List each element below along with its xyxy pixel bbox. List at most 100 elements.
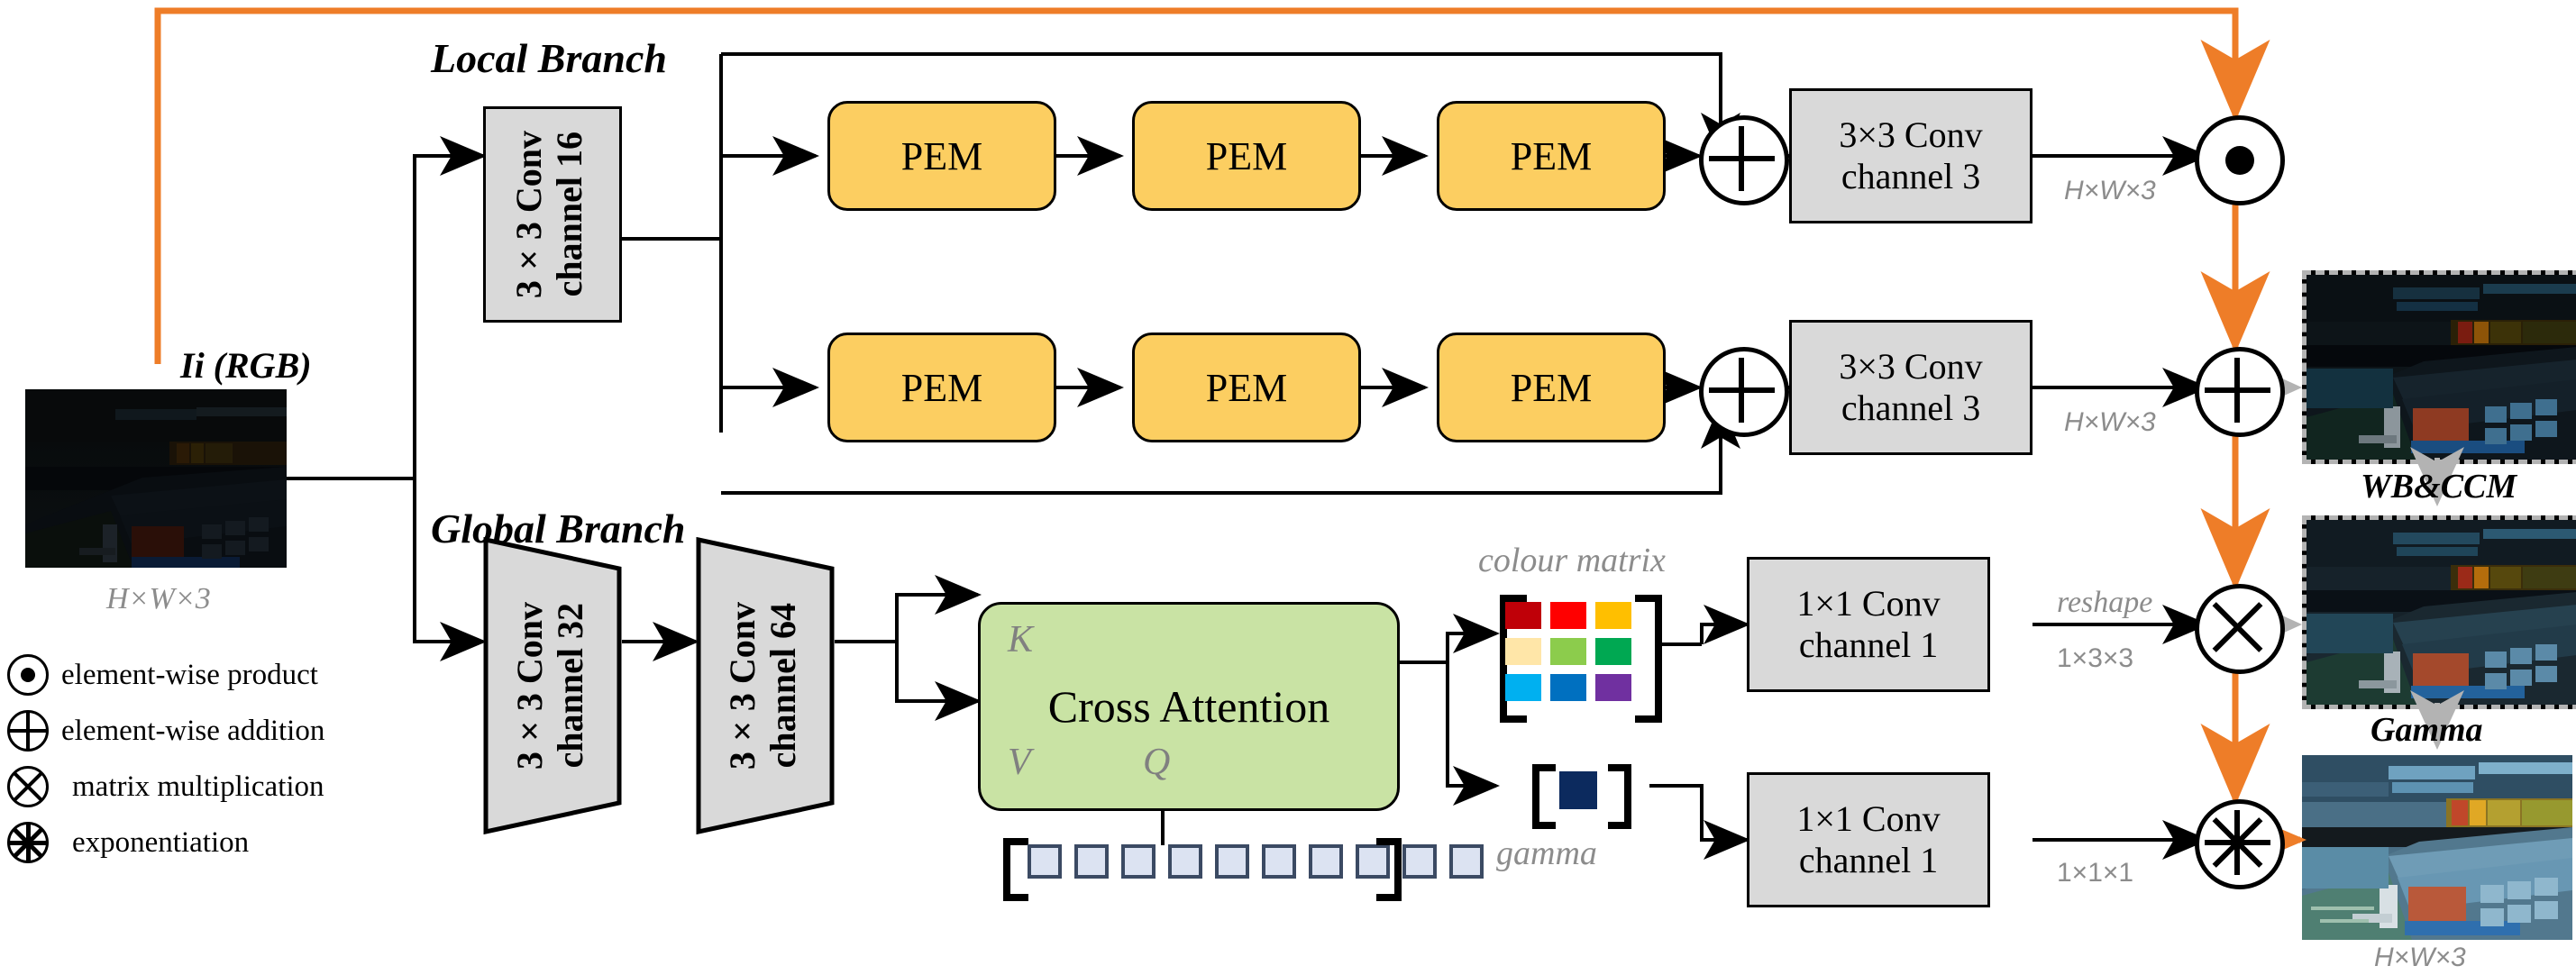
exponentiation-operator	[2195, 799, 2285, 889]
pem-bottom-addition-operator	[1699, 347, 1789, 437]
gamma-caption: Gamma	[2370, 711, 2483, 749]
pem-block-top-1[interactable]: PEM	[827, 101, 1056, 211]
local-stem-conv-block[interactable]: 3×3 Conv channel 16	[483, 106, 622, 323]
attention-query-label: Q	[1143, 742, 1171, 783]
pem-block-top-3[interactable]: PEM	[1437, 101, 1666, 211]
attention-key-label: K	[1008, 619, 1034, 661]
query-token	[1028, 844, 1062, 879]
input-image-thumbnail	[25, 389, 287, 568]
colour-swatch-r3c1	[1505, 674, 1541, 701]
local-stem-conv-line1: 3×3 Conv	[508, 130, 550, 299]
gamma-left-bracket	[1532, 764, 1556, 829]
pem-label: PEM	[1510, 365, 1593, 410]
legend-item-exponent: exponentiation	[7, 815, 368, 870]
query-token	[1215, 844, 1249, 879]
global-head-conv-gamma-line2: channel 1	[1798, 840, 1939, 880]
colour-matrix-left-bracket	[1500, 595, 1527, 723]
legend-item-addition: element-wise addition	[7, 703, 368, 759]
local-top-output-dimension: H×W×3	[2064, 176, 2156, 205]
legend-label-exponent: exponentiation	[72, 825, 250, 859]
gamma-dimension: 1×1×1	[2057, 858, 2134, 888]
matrix-multiplication-icon	[7, 766, 49, 807]
gamma-right-bracket	[1608, 764, 1631, 829]
pem-label: PEM	[1510, 133, 1593, 178]
colour-swatch-r1c3	[1595, 602, 1631, 629]
reshape-label: reshape	[2057, 586, 2153, 619]
global-conv32-line2: channel 32	[550, 603, 590, 769]
attention-value-label: V	[1008, 742, 1031, 783]
legend: element-wise product element-wise additi…	[7, 647, 368, 870]
global-conv64-block[interactable]: 3×3 Conv channel 64	[696, 537, 835, 834]
pem-block-top-2[interactable]: PEM	[1132, 101, 1361, 211]
global-conv32-block[interactable]: 3×3 Conv channel 32	[483, 537, 622, 834]
query-token	[1074, 844, 1109, 879]
colour-swatch-r3c3	[1595, 674, 1631, 701]
pem-top-addition-operator	[1699, 115, 1789, 205]
global-conv64-line1: 3×3 Conv	[722, 601, 763, 770]
legend-label-product: element-wise product	[61, 658, 318, 691]
colour-matrix-label: colour matrix	[1478, 542, 1666, 579]
query-token	[1356, 844, 1390, 879]
gamma-label: gamma	[1496, 834, 1597, 872]
cross-attention-block[interactable]: Cross Attention	[978, 602, 1400, 811]
legend-label-matmul: matrix multiplication	[72, 770, 324, 803]
colour-swatch-r2c3	[1595, 638, 1631, 665]
legend-label-addition: element-wise addition	[61, 714, 325, 747]
global-head-conv-colour-line2: channel 1	[1798, 624, 1939, 665]
global-head-conv-colour-line1: 1×1 Conv	[1796, 583, 1941, 624]
exponentiation-icon	[7, 822, 49, 863]
query-token	[1168, 844, 1202, 879]
query-tokens-right-bracket	[1376, 838, 1402, 901]
global-conv32-line1: 3×3 Conv	[509, 601, 551, 770]
local-stem-conv-line2: channel 16	[549, 132, 589, 297]
local-head-conv-bottom[interactable]: 3×3 Conv channel 3	[1789, 320, 2032, 455]
input-label: Ii (RGB)	[180, 345, 312, 386]
global-head-conv-gamma[interactable]: 1×1 Conv channel 1	[1747, 772, 1990, 907]
colour-matrix-right-bracket	[1635, 595, 1662, 723]
pem-label: PEM	[1205, 133, 1288, 178]
colour-swatch-r2c1	[1505, 638, 1541, 665]
matrix-multiplication-operator	[2195, 584, 2285, 674]
element-wise-product-operator	[2195, 115, 2285, 205]
global-conv64-line2: channel 64	[763, 603, 803, 769]
local-bottom-output-dimension: H×W×3	[2064, 407, 2156, 437]
local-head-conv-top[interactable]: 3×3 Conv channel 3	[1789, 88, 2032, 223]
pem-block-bottom-2[interactable]: PEM	[1132, 333, 1361, 442]
pem-block-bottom-3[interactable]: PEM	[1437, 333, 1666, 442]
wb-ccm-caption: WB&CCM	[2361, 468, 2517, 506]
global-head-conv-gamma-line1: 1×1 Conv	[1796, 798, 1941, 839]
cross-attention-title: Cross Attention	[1047, 681, 1330, 732]
query-token-sequence	[1028, 844, 1484, 879]
final-output-dimension: H×W×3	[2374, 943, 2466, 972]
final-output-thumbnail	[2302, 755, 2572, 940]
query-token	[1449, 844, 1484, 879]
local-head-conv-top-line1: 3×3 Conv	[1839, 114, 1983, 155]
pem-label: PEM	[1205, 365, 1288, 410]
gamma-swatch	[1559, 771, 1597, 809]
colour-matrix-dimension: 1×3×3	[2057, 643, 2134, 673]
query-token	[1262, 844, 1296, 879]
legend-item-product: element-wise product	[7, 647, 368, 703]
query-token	[1309, 844, 1343, 879]
legend-item-matmul: matrix multiplication	[7, 759, 368, 815]
pem-block-bottom-1[interactable]: PEM	[827, 333, 1056, 442]
local-branch-label: Local Branch	[431, 35, 667, 81]
global-head-conv-colour[interactable]: 1×1 Conv channel 1	[1747, 557, 1990, 692]
query-token	[1121, 844, 1156, 879]
colour-matrix-grid	[1505, 602, 1631, 701]
query-token	[1402, 844, 1437, 879]
gamma-output-thumbnail	[2302, 515, 2576, 709]
element-wise-addition-operator	[2195, 347, 2285, 437]
global-branch-label: Global Branch	[431, 506, 686, 551]
element-wise-addition-icon	[7, 710, 49, 752]
element-wise-product-icon	[7, 654, 49, 696]
local-head-conv-bottom-line2: channel 3	[1841, 387, 1981, 428]
pem-label: PEM	[900, 365, 983, 410]
query-tokens-left-bracket	[1003, 838, 1028, 901]
colour-swatch-r1c1	[1505, 602, 1541, 629]
colour-swatch-r1c2	[1550, 602, 1586, 629]
pem-label: PEM	[900, 133, 983, 178]
colour-swatch-r3c2	[1550, 674, 1586, 701]
colour-swatch-r2c2	[1550, 638, 1586, 665]
